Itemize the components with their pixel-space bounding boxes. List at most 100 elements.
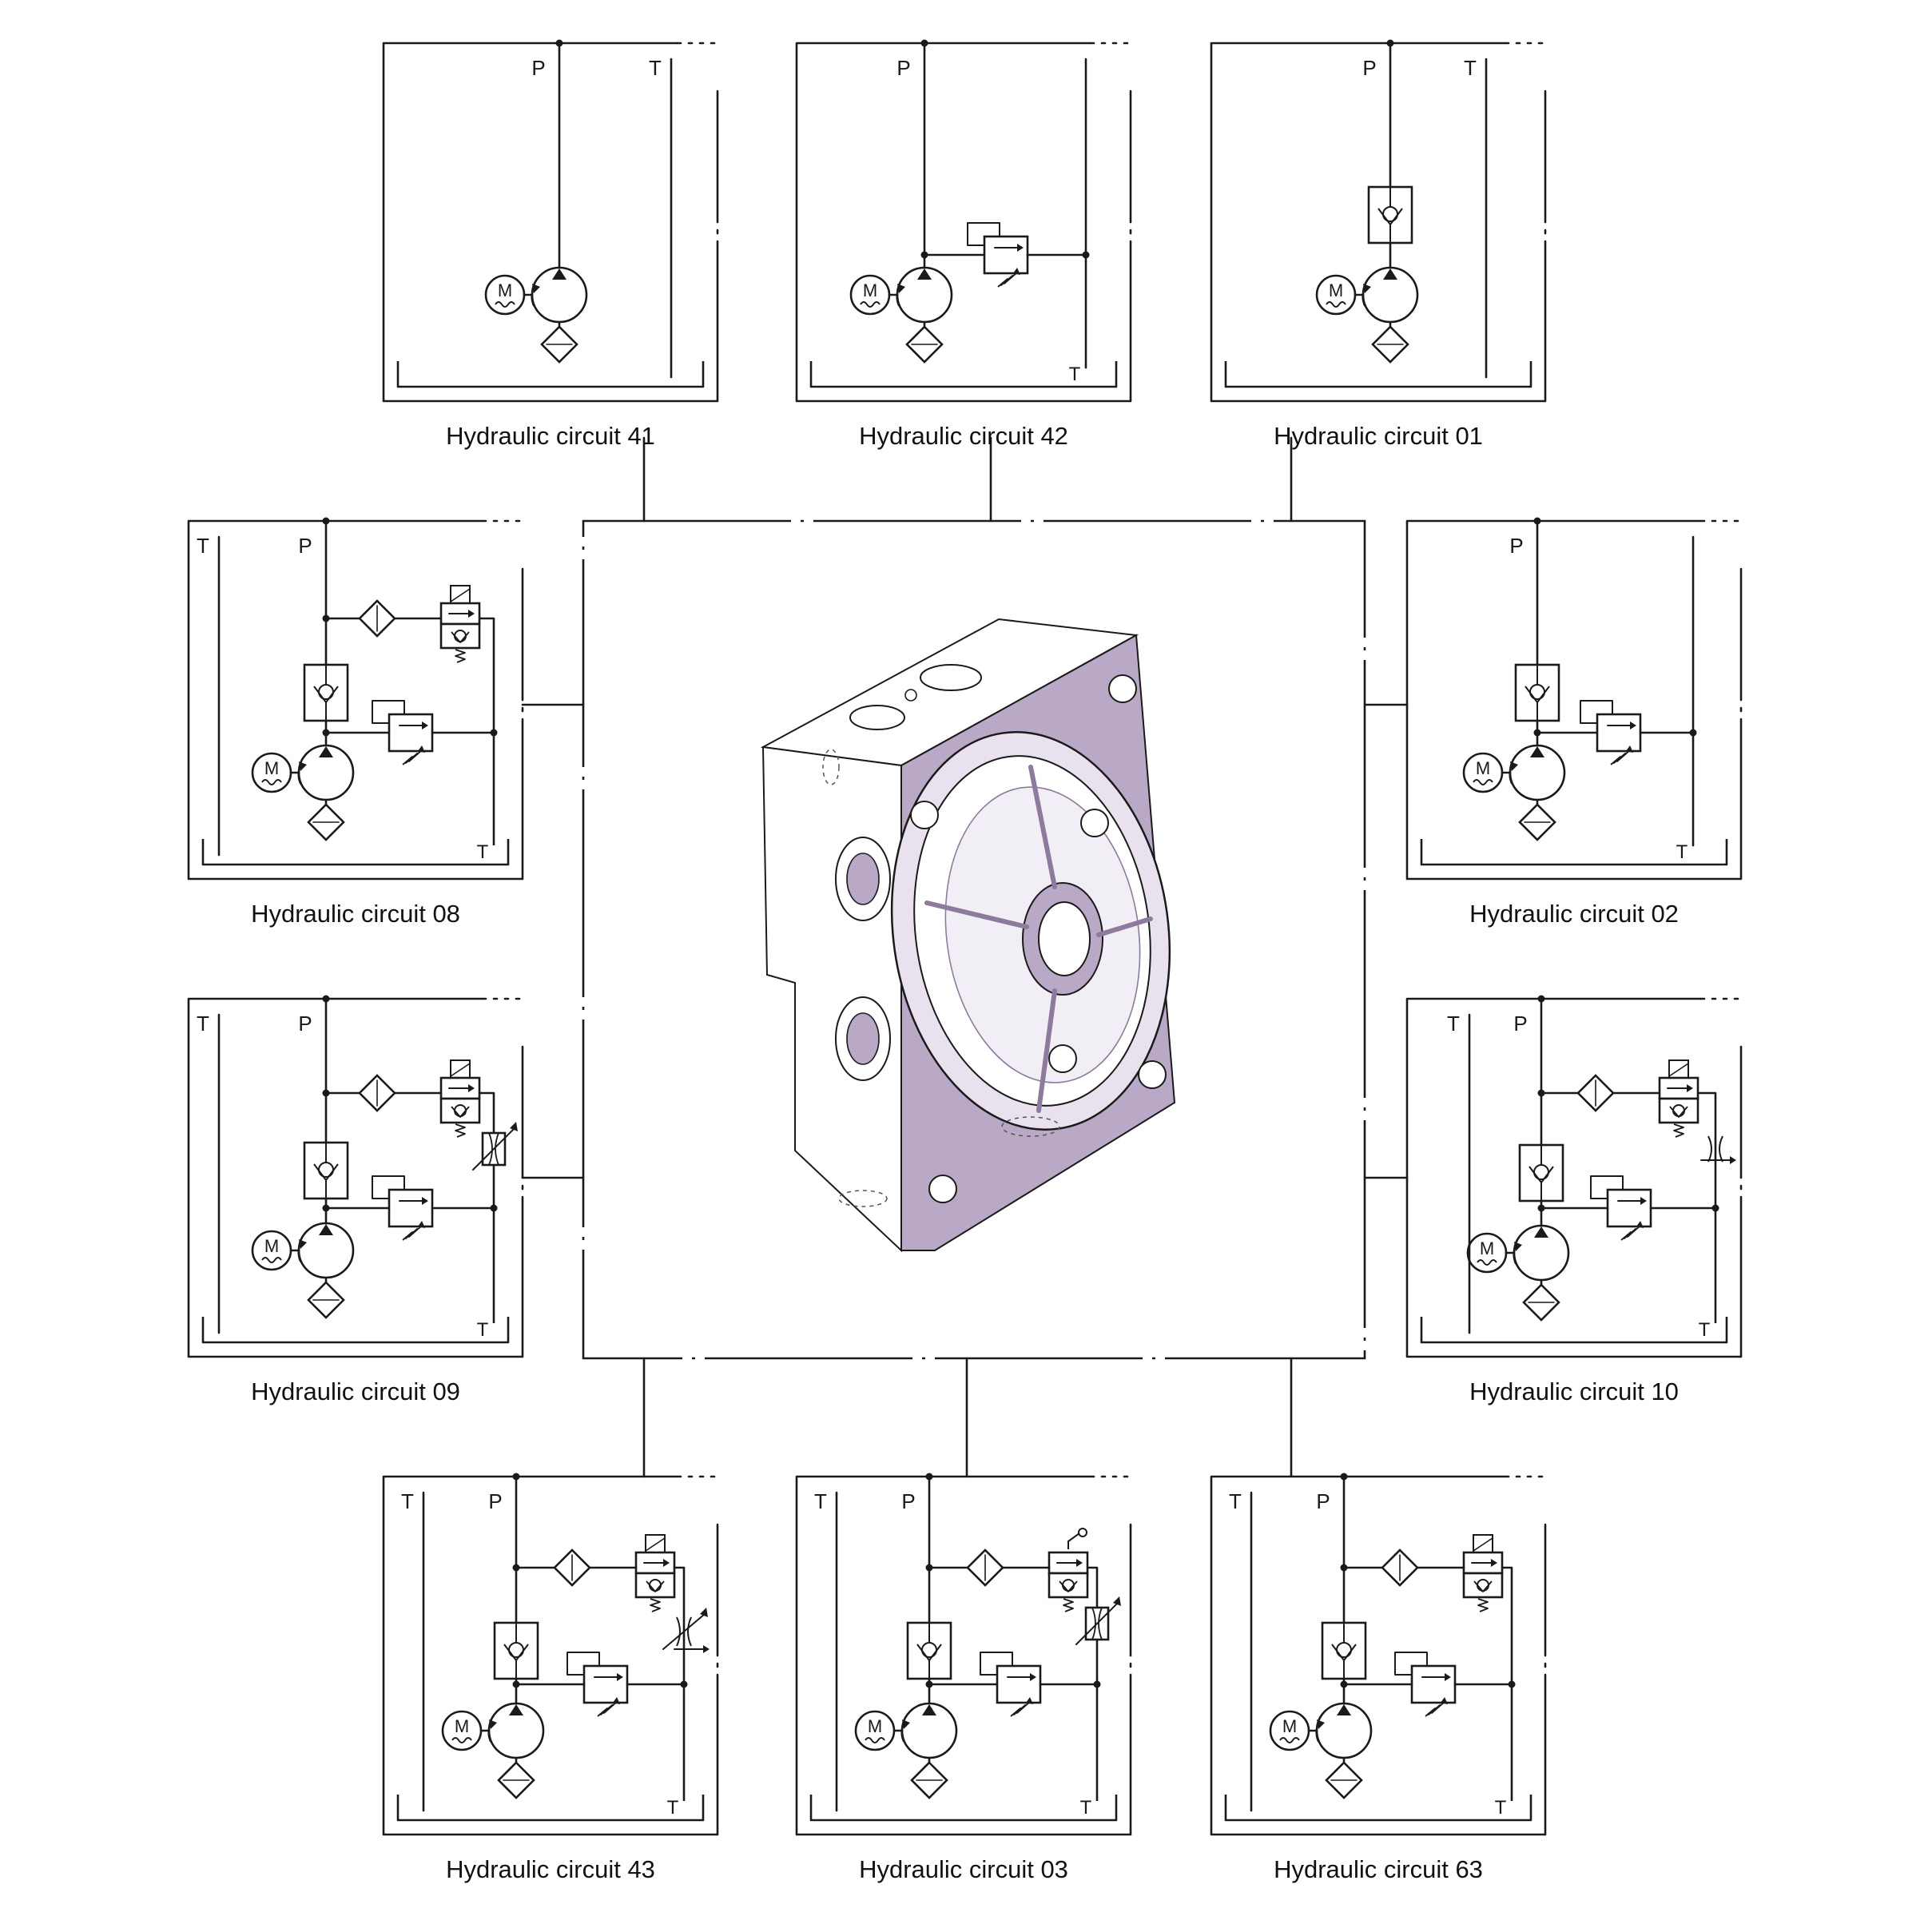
solenoid-icon: [645, 1534, 666, 1555]
flange-spoke: [924, 900, 1029, 929]
rotation-arrowhead-icon: [299, 1239, 307, 1249]
port-label-p: P: [1362, 56, 1376, 80]
spring-adjust-arrow-icon: [1441, 1697, 1448, 1704]
motor-wave-icon: [495, 301, 515, 308]
throttle-orifice-icon: [488, 1132, 499, 1166]
port-label-p: P: [901, 1489, 915, 1513]
port-label-t: T: [649, 56, 662, 80]
reservoir-outline: [1420, 839, 1728, 866]
valve-arrowhead-icon: [468, 1084, 475, 1092]
pilot-line: [372, 700, 405, 724]
throttle-adjust-line: [662, 1613, 706, 1650]
top-port-icon: [849, 705, 905, 730]
hidden-bore-line: [822, 749, 840, 785]
circuit-title-c02: Hydraulic circuit 02: [1469, 900, 1679, 928]
spring-adjust-arrow-icon: [1636, 1221, 1644, 1228]
valve-return-line: [674, 1566, 686, 1801]
bolt-hole-icon: [928, 1175, 957, 1203]
throttle-flow-arrowhead-icon: [703, 1645, 710, 1653]
relief-valve-icon: [582, 1664, 629, 1704]
valve-return-line: [479, 617, 495, 845]
reservoir-outline: [201, 839, 510, 866]
port-label-t-return: T: [477, 841, 489, 863]
spring-icon: [597, 1701, 618, 1717]
motor-wave-icon: [451, 1737, 472, 1743]
motor-wave-icon: [1473, 779, 1493, 785]
junction-dot: [1533, 517, 1541, 525]
motor-label: M: [1282, 1716, 1297, 1736]
circuit-frame: [1210, 42, 1545, 403]
circuit-frame: [1405, 997, 1741, 1358]
throttle-adjust-line: [1075, 1602, 1119, 1645]
reservoir-outline: [201, 1317, 510, 1344]
port-label-p: P: [1513, 1012, 1527, 1036]
circuit-frame: [1210, 1475, 1545, 1836]
motor-label: M: [1329, 280, 1343, 300]
relief-valve-icon: [1596, 713, 1642, 753]
valve-position-2-icon: [439, 1097, 481, 1124]
valve-seat-line: [1059, 1580, 1078, 1592]
motor-wave-icon: [261, 779, 282, 785]
motor-label: M: [455, 1716, 469, 1736]
valve-spring-icon: [455, 1123, 466, 1138]
valve-seat-line: [646, 1580, 665, 1592]
valve-position-2-icon: [634, 1572, 676, 1599]
solenoid-winding: [1668, 1063, 1689, 1077]
solenoid-winding: [1473, 1537, 1493, 1552]
throttle-arrowhead-icon: [700, 1608, 708, 1617]
pump-arrow-icon: [922, 1704, 936, 1715]
circuit-frame: [187, 997, 523, 1358]
rotation-arrowhead-icon: [897, 284, 905, 293]
motor-label: M: [868, 1716, 882, 1736]
bolt-hole-icon: [1048, 1044, 1077, 1073]
port-label-t: T: [1447, 1012, 1460, 1036]
junction-dot: [322, 995, 330, 1003]
pilot-line: [566, 1652, 600, 1676]
bolt-hole-icon: [910, 801, 939, 829]
bolt-hole-icon: [1108, 674, 1137, 703]
relief-valve-icon: [996, 1664, 1042, 1704]
solenoid-winding: [450, 588, 471, 602]
valve-position-2-icon: [1047, 1572, 1089, 1599]
reservoir-outline: [396, 1795, 705, 1822]
circuit-frame: [382, 42, 718, 403]
circuit-title-c43: Hydraulic circuit 43: [446, 1855, 655, 1883]
valve-return-line: [479, 1091, 495, 1323]
pilot-line: [1590, 1175, 1624, 1199]
pilot-line: [1394, 1652, 1428, 1676]
valve-position-2-icon: [1462, 1572, 1504, 1599]
relief-valve-icon: [388, 713, 434, 753]
rotation-arrowhead-icon: [1317, 1719, 1325, 1729]
junction-dot: [920, 39, 928, 47]
relief-valve-icon: [1606, 1188, 1652, 1228]
valve-spring-icon: [1063, 1598, 1074, 1612]
flange-spoke: [1028, 765, 1057, 889]
port-label-t-return: T: [1676, 841, 1688, 863]
junction-dot: [925, 1473, 933, 1481]
solenoid-winding: [645, 1537, 666, 1552]
motor-wave-icon: [261, 1257, 282, 1263]
port-label-t: T: [401, 1489, 414, 1513]
pilot-line: [967, 222, 1000, 246]
valve-arrowhead-icon: [1491, 1559, 1497, 1567]
throttle-arrowhead-icon: [510, 1122, 518, 1131]
side-port-thread-icon: [846, 1012, 880, 1065]
port-label-t: T: [814, 1489, 827, 1513]
relief-arrowhead-icon: [1017, 244, 1024, 252]
manifold-frame: [582, 519, 1366, 1360]
circuit-title-c03: Hydraulic circuit 03: [859, 1855, 1068, 1883]
motor-label: M: [264, 1236, 279, 1256]
block-front-face: [761, 745, 902, 1253]
restrictor-arrowhead-icon: [1730, 1156, 1736, 1164]
rotation-arrowhead-icon: [1363, 284, 1371, 293]
throttle-arrowhead-icon: [1113, 1596, 1121, 1606]
flange-spoke: [1096, 916, 1153, 937]
pump-arrow-icon: [319, 1224, 333, 1235]
rotation-arrowhead-icon: [1510, 761, 1518, 771]
motor-label: M: [863, 280, 877, 300]
throttle-orifice-icon: [1091, 1607, 1103, 1640]
